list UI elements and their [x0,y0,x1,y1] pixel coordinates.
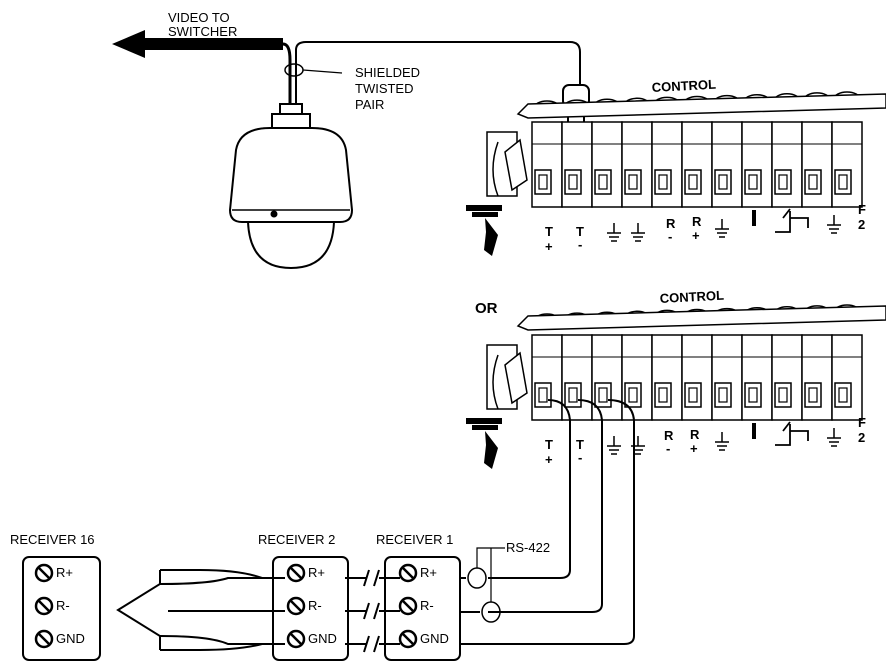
label-r-minus-sign: - [668,229,672,244]
label-f2-f: F [858,202,866,217]
receiver-2-term-1: R+ [308,565,325,580]
label-t-plus: T [545,224,553,239]
receiver-2-term-3: GND [308,631,337,646]
terminal-cell [621,121,653,208]
terminal-block-bottom [486,304,886,421]
terminal-cell [801,334,833,421]
label-t-minus-b: T [576,437,584,452]
label-r-plus-b: R [690,427,700,442]
label-r-plus: R [692,214,702,229]
label-r-plus-sign-b: + [690,441,698,456]
terminal-cell [741,121,773,208]
mounting-clip-bottom [466,418,502,469]
terminal-cell [831,334,863,421]
label-t-minus-sign-b: - [578,450,582,465]
receiver-link-wires [345,569,400,653]
video-to-switcher-arrow [112,30,292,105]
terminal-cell [531,334,563,421]
terminal-cell [831,121,863,208]
video-to-switcher-label-1: VIDEO TO [168,10,230,25]
label-f2-f-b: F [858,415,866,430]
receiver-2: RECEIVER 2 R+ R- GND [258,532,349,661]
terminal-cell [621,334,653,421]
terminal-cell [711,334,743,421]
rs422-wiring [430,399,635,645]
terminal-cell [531,121,563,208]
receiver-2-term-2: R- [308,598,322,613]
terminal-cell [711,121,743,208]
label-t-plus-b: T [545,437,553,452]
continuation-arrow [116,569,285,651]
receiver-16-title: RECEIVER 16 [10,532,95,547]
terminal-cell [651,121,683,208]
mounting-clip-top [466,205,502,256]
terminal-cell [651,334,683,421]
label-f2-2: 2 [858,217,865,232]
terminal-cell [591,121,623,208]
receiver-1-term-2: R- [420,598,434,613]
label-r-plus-sign: + [692,228,700,243]
label-r-minus-b: R [664,428,674,443]
terminal-labels-top: T + T - R - R + F 2 [545,202,866,254]
or-label: OR [475,300,498,317]
terminal-cell [771,334,803,421]
label-t-plus-sign: + [545,239,553,254]
receiver-16-term-3: GND [56,631,85,646]
video-to-switcher-label-2: SWITCHER [168,24,237,39]
terminal-cell [681,121,713,208]
terminal-cell [771,121,803,208]
shielded-twisted-pair-label-2: TWISTED [355,81,414,96]
receiver-1-title: RECEIVER 1 [376,532,453,547]
terminal-cell [561,121,593,208]
control-label-top: CONTROL [651,77,716,95]
receiver-1-term-1: R+ [420,565,437,580]
shielded-twisted-pair-label-3: PAIR [355,97,384,112]
label-r-minus-sign-b: - [666,441,670,456]
terminal-labels-bottom: T + T - R - R + F 2 [545,415,866,467]
label-t-minus-sign: - [578,237,582,252]
dome-camera-icon [228,103,354,270]
shielded-twisted-pair-label-1: SHIELDED [355,65,420,80]
receiver-1-term-3: GND [420,631,449,646]
label-t-plus-sign-b: + [545,452,553,467]
terminal-cell [741,334,773,421]
label-t-minus: T [576,224,584,239]
terminal-cell [681,334,713,421]
rs422-label: RS-422 [506,540,550,555]
receiver-16: RECEIVER 16 R+ R- GND [10,532,101,661]
label-r-minus: R [666,216,676,231]
label-f2-2-b: 2 [858,430,865,445]
receiver-2-title: RECEIVER 2 [258,532,335,547]
terminal-cell [801,121,833,208]
receiver-1: RECEIVER 1 R+ R- GND [376,532,461,661]
control-label-bottom: CONTROL [659,288,724,306]
receiver-16-term-1: R+ [56,565,73,580]
receiver-16-term-2: R- [56,598,70,613]
terminal-block-top [486,91,886,208]
